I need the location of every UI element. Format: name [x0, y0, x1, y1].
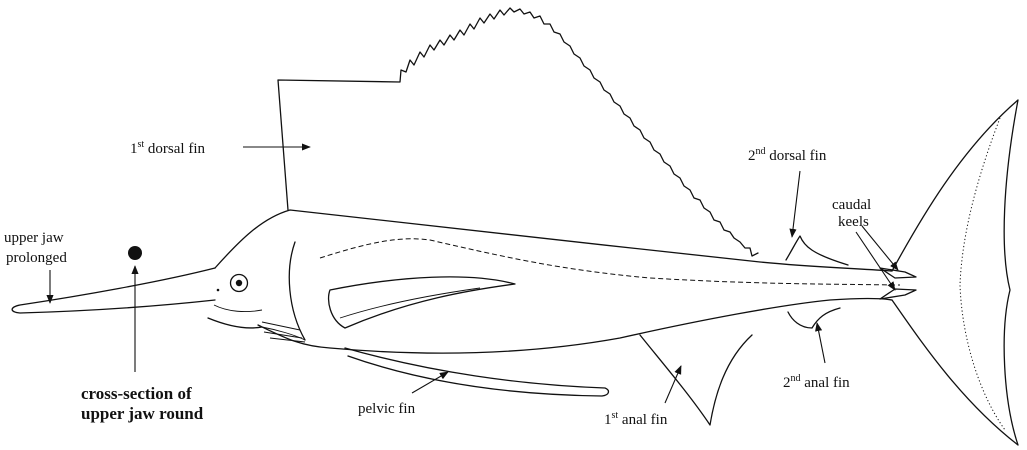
- arrow-pelvic-fin: [412, 372, 448, 393]
- arrow-second-dorsal: [792, 171, 800, 237]
- label-upper-jaw-round: upper jaw round: [81, 404, 204, 423]
- label-second-dorsal-fin: 2nd dorsal fin: [748, 146, 827, 164]
- label-first-dorsal-fin: 1st dorsal fin: [130, 139, 205, 157]
- label-keels: keels: [838, 214, 869, 230]
- label-cross-section: cross-section of: [81, 384, 192, 403]
- label-caudal: caudal: [832, 197, 871, 213]
- arrow-caudal-keel-lower: [856, 232, 895, 290]
- arrow-first-anal: [665, 366, 681, 403]
- label-upper-jaw: upper jaw: [4, 230, 64, 246]
- arrow-second-anal: [817, 323, 825, 363]
- label-pelvic-fin: pelvic fin: [358, 401, 416, 417]
- cross-section-marker: [128, 246, 142, 260]
- label-prolonged: prolonged: [6, 250, 67, 266]
- label-second-anal-fin: 2nd anal fin: [783, 373, 850, 391]
- label-first-anal-fin: 1st anal fin: [604, 410, 668, 428]
- arrows: [50, 147, 898, 403]
